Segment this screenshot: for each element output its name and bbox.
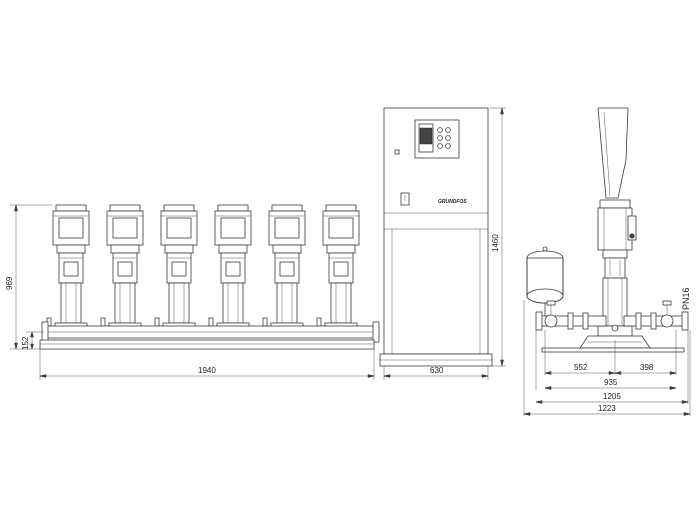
front-view: 969 152 1940: [5, 204, 380, 380]
dim-1205-label: 1205: [603, 392, 621, 401]
dim-552-label: 552: [574, 363, 588, 372]
dim-935: 935: [544, 378, 677, 390]
cabinet-side-profile: [597, 107, 629, 199]
side-view: PN16 552 398 935: [523, 107, 691, 416]
brand-label: GRUNDFOS: [438, 199, 467, 205]
manifold-pipe: [41, 321, 380, 343]
dim-inlet-outlet: 552 398: [544, 363, 677, 375]
dim-935-label: 935: [604, 378, 618, 387]
diaphragm-tank: [526, 246, 564, 316]
dim-630-label: 630: [430, 366, 444, 375]
dim-1460-label: 1460: [491, 234, 500, 252]
pump-unit: [208, 204, 252, 328]
dim-398-label: 398: [640, 363, 654, 372]
side-pump-body: [597, 257, 633, 337]
pump-unit: [154, 204, 198, 328]
dim-front-width: 1940: [39, 349, 375, 380]
dim-1223-label: 1223: [598, 404, 616, 413]
dim-base-height: 152: [21, 331, 44, 350]
pump-unit: [262, 204, 306, 328]
pump-unit: [316, 204, 360, 328]
side-pipes: [535, 300, 689, 332]
pump-unit: [46, 204, 90, 328]
dim-1205: 1205: [535, 392, 689, 404]
dim-969-label: 969: [5, 276, 14, 290]
base-frame: [39, 339, 375, 350]
dim-1940-label: 1940: [198, 366, 216, 375]
control-display-panel: [414, 119, 460, 159]
cabinet-lock-icon: [394, 149, 400, 155]
dim-total-height: 969: [5, 204, 52, 350]
pressure-rating-label: PN16: [681, 287, 691, 310]
control-cabinet: GRUNDFOS 1460 630: [379, 107, 506, 380]
dim-152-label: 152: [21, 336, 30, 350]
dim-cabinet-height: 1460: [490, 107, 506, 367]
dim-1223: 1223: [523, 404, 691, 416]
side-motor: [597, 199, 637, 259]
dim-cabinet-width: 630: [383, 366, 489, 380]
pump-unit: [100, 204, 144, 328]
side-base: [541, 335, 685, 353]
